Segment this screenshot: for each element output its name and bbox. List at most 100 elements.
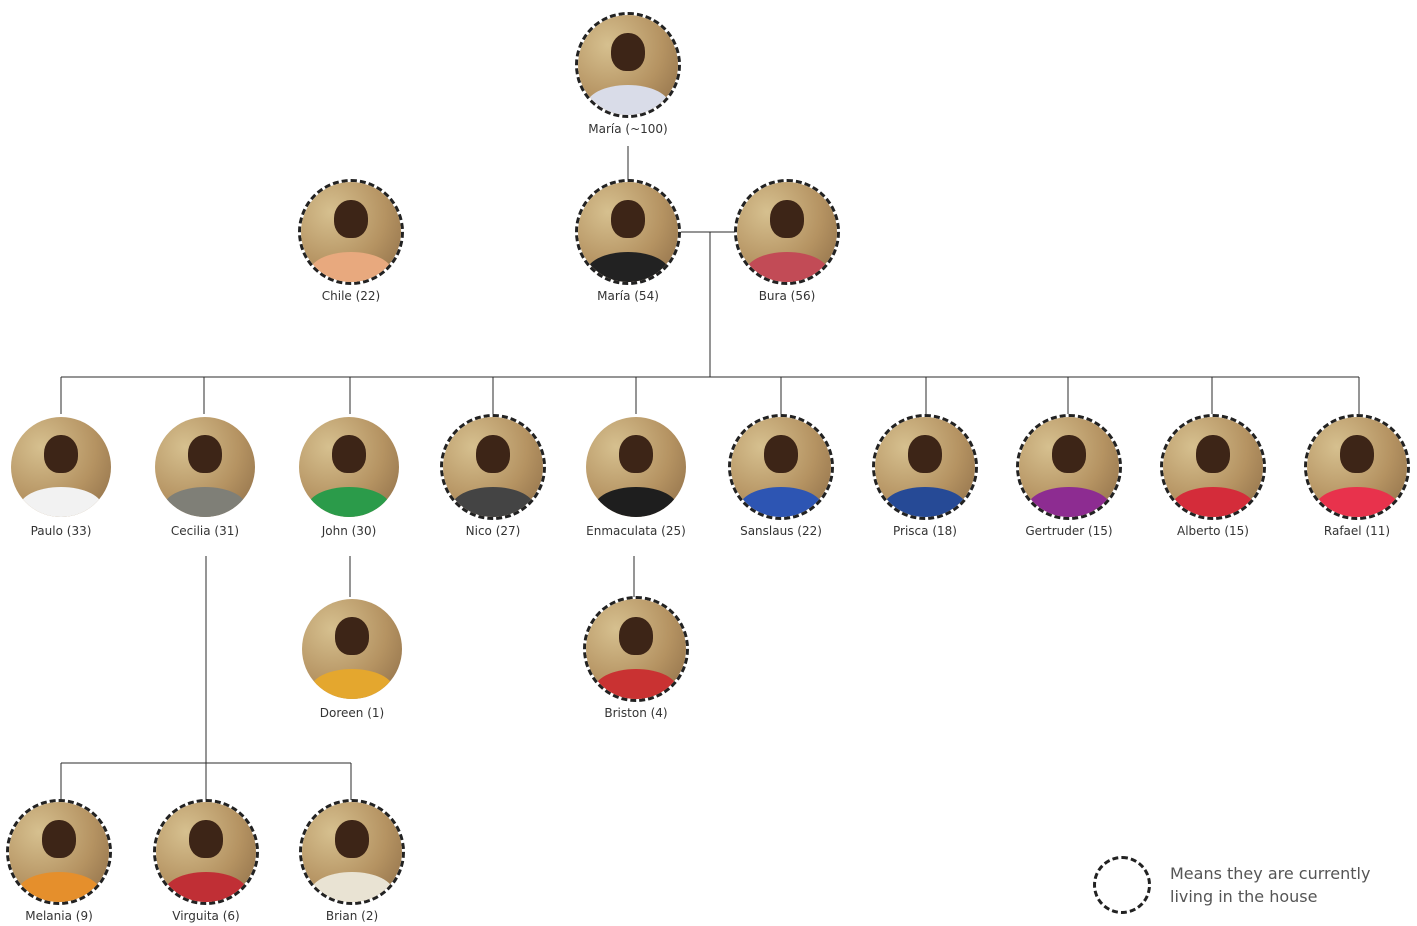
- clothing-shape: [1027, 487, 1111, 517]
- dashed-circle-icon: [1093, 856, 1151, 914]
- person-label: Briston (4): [604, 706, 668, 720]
- clothing-shape: [310, 872, 394, 902]
- person-john: John (30): [279, 414, 419, 538]
- person-label: John (30): [321, 524, 377, 538]
- face-shape: [335, 820, 369, 858]
- clothing-shape: [883, 487, 967, 517]
- clothing-shape: [1315, 487, 1399, 517]
- portrait-photo: [575, 179, 681, 285]
- face-shape: [44, 435, 78, 473]
- face-shape: [611, 33, 645, 71]
- legend-text: Means they are currently living in the h…: [1170, 864, 1371, 906]
- person-label: Doreen (1): [319, 706, 385, 720]
- person-label: Brian (2): [325, 909, 379, 923]
- portrait-photo: [1016, 414, 1122, 520]
- portrait-photo: [6, 799, 112, 905]
- person-label: Nico (27): [465, 524, 521, 538]
- person-label: Gertruder (15): [1025, 524, 1113, 538]
- person-label: Enmaculata (25): [586, 524, 686, 538]
- person-label: María (54): [597, 289, 659, 303]
- person-doreen: Doreen (1): [282, 596, 422, 720]
- face-shape: [619, 435, 653, 473]
- person-melania: Melania (9): [0, 799, 129, 923]
- portrait-photo: [153, 799, 259, 905]
- face-shape: [1052, 435, 1086, 473]
- clothing-shape: [745, 252, 829, 282]
- person-paulo: Paulo (33): [0, 414, 131, 538]
- person-label: Cecilia (31): [170, 524, 240, 538]
- person-label: Alberto (15): [1177, 524, 1249, 538]
- clothing-shape: [594, 669, 678, 699]
- portrait-photo: [1160, 414, 1266, 520]
- clothing-shape: [309, 252, 393, 282]
- clothing-shape: [164, 872, 248, 902]
- portrait-photo: [872, 414, 978, 520]
- clothing-shape: [451, 487, 535, 517]
- face-shape: [908, 435, 942, 473]
- face-shape: [189, 820, 223, 858]
- person-cecilia: Cecilia (31): [135, 414, 275, 538]
- person-label: Paulo (33): [30, 524, 92, 538]
- face-shape: [619, 617, 653, 655]
- person-prisca: Prisca (18): [855, 414, 995, 538]
- portrait-photo: [583, 414, 689, 520]
- face-shape: [188, 435, 222, 473]
- clothing-shape: [739, 487, 823, 517]
- portrait-photo: [299, 596, 405, 702]
- face-shape: [1196, 435, 1230, 473]
- face-shape: [335, 617, 369, 655]
- face-shape: [611, 200, 645, 238]
- person-bura: Bura (56): [717, 179, 857, 303]
- clothing-shape: [310, 669, 394, 699]
- person-maria: María (54): [558, 179, 698, 303]
- person-label: Melania (9): [25, 909, 93, 923]
- person-label: Prisca (18): [893, 524, 957, 538]
- person-alberto: Alberto (15): [1143, 414, 1283, 538]
- clothing-shape: [1171, 487, 1255, 517]
- person-rafael: Rafael (11): [1287, 414, 1417, 538]
- portrait-photo: [728, 414, 834, 520]
- person-label: Virguita (6): [172, 909, 240, 923]
- portrait-photo: [298, 179, 404, 285]
- clothing-shape: [163, 487, 247, 517]
- portrait-photo: [583, 596, 689, 702]
- person-sanslaus: Sanslaus (22): [711, 414, 851, 538]
- portrait-photo: [734, 179, 840, 285]
- face-shape: [332, 435, 366, 473]
- portrait-photo: [575, 12, 681, 118]
- person-label: Rafael (11): [1323, 524, 1391, 538]
- face-shape: [334, 200, 368, 238]
- portrait-photo: [1304, 414, 1410, 520]
- person-maria-elder: María (~100): [558, 12, 698, 136]
- clothing-shape: [307, 487, 391, 517]
- face-shape: [764, 435, 798, 473]
- clothing-shape: [19, 487, 103, 517]
- portrait-photo: [299, 799, 405, 905]
- portrait-photo: [440, 414, 546, 520]
- person-label: Bura (56): [758, 289, 816, 303]
- person-virguita: Virguita (6): [136, 799, 276, 923]
- person-brian: Brian (2): [282, 799, 422, 923]
- clothing-shape: [586, 85, 670, 115]
- person-label: Chile (22): [321, 289, 381, 303]
- clothing-shape: [17, 872, 101, 902]
- person-enmaculata: Enmaculata (25): [566, 414, 706, 538]
- face-shape: [770, 200, 804, 238]
- person-briston: Briston (4): [566, 596, 706, 720]
- person-chile: Chile (22): [281, 179, 421, 303]
- clothing-shape: [586, 252, 670, 282]
- portrait-photo: [152, 414, 258, 520]
- face-shape: [476, 435, 510, 473]
- clothing-shape: [594, 487, 678, 517]
- portrait-photo: [8, 414, 114, 520]
- legend: Means they are currently living in the h…: [1093, 856, 1383, 916]
- person-label: Sanslaus (22): [740, 524, 822, 538]
- portrait-photo: [296, 414, 402, 520]
- person-gertruder: Gertruder (15): [999, 414, 1139, 538]
- person-nico: Nico (27): [423, 414, 563, 538]
- person-label: María (~100): [588, 122, 668, 136]
- face-shape: [1340, 435, 1374, 473]
- face-shape: [42, 820, 76, 858]
